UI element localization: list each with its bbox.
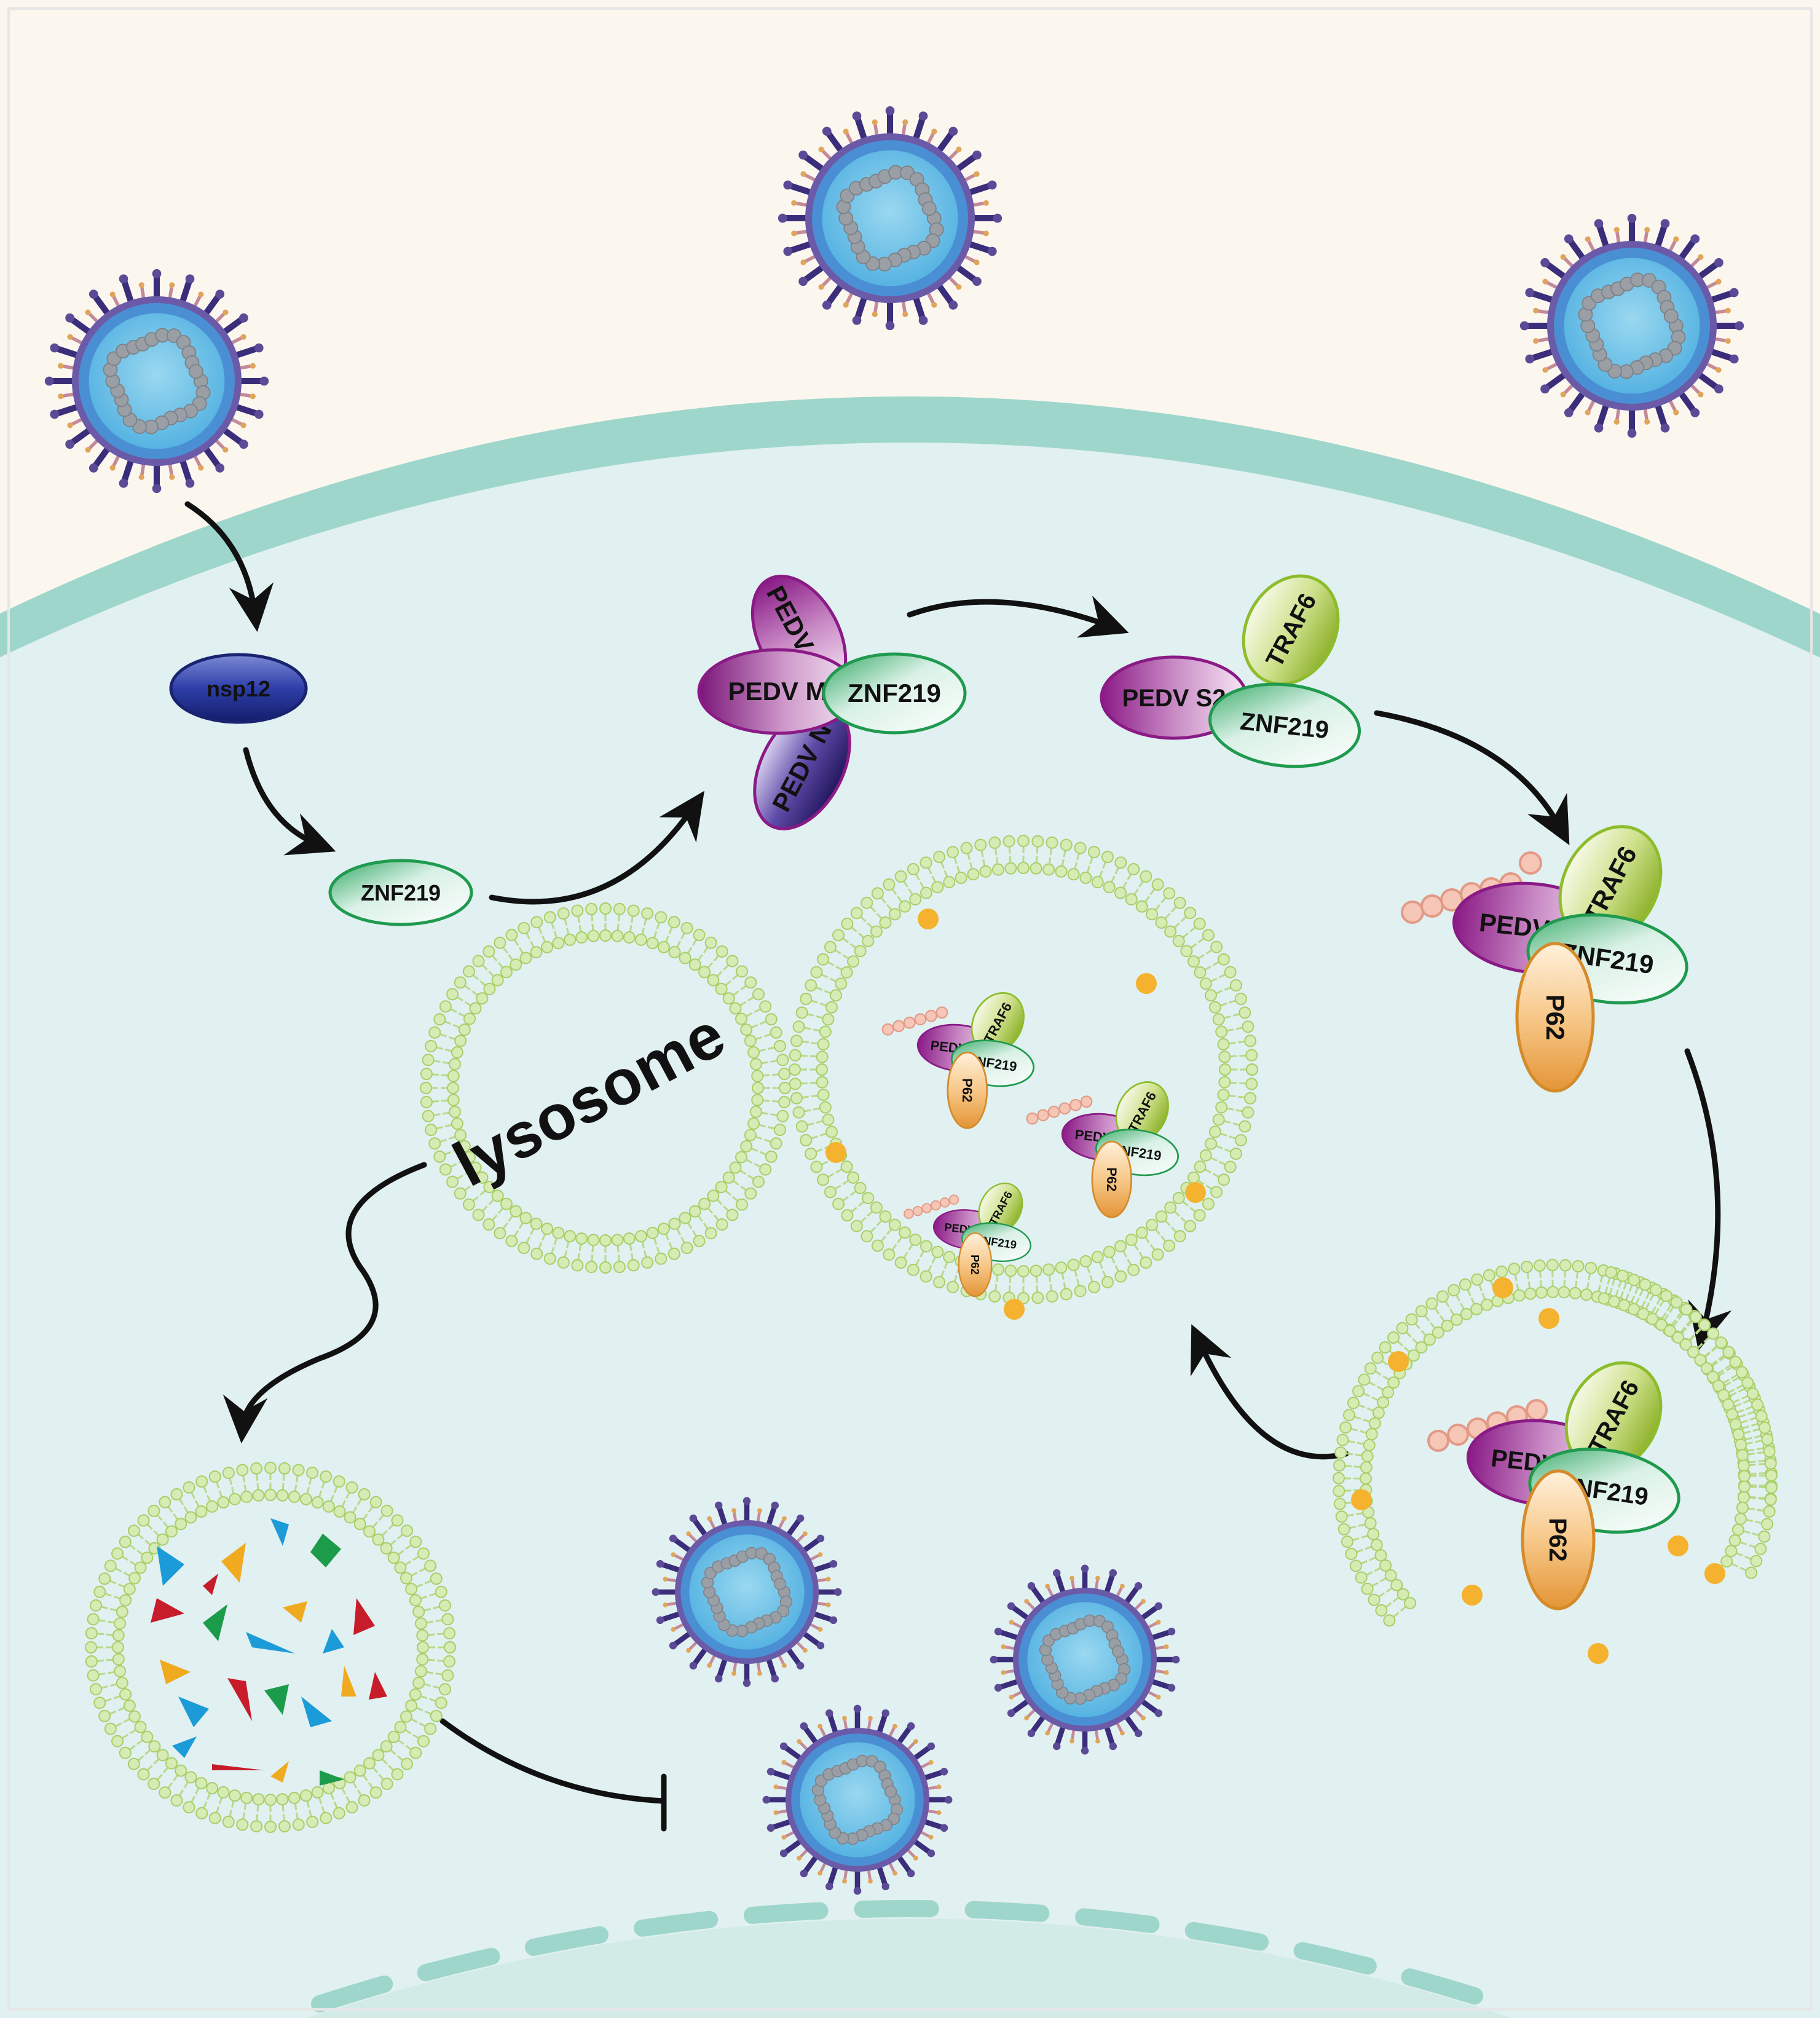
ubiquitinated-complex-p62: PEDV S2 TRAF6 ZNF219 P62 [1401,825,1688,1093]
p62-label: P62 [959,1078,975,1102]
nucleus [307,1918,1512,2018]
degradation-vesicle-membrane [85,1462,456,1833]
inhibition-line [439,1718,667,1804]
p62-protein [1521,1469,1596,1610]
p62-protein [1515,942,1595,1093]
p62-protein [1091,1140,1133,1218]
nsp12-label: nsp12 [207,676,270,701]
p62-label: P62 [1541,995,1570,1041]
arrow-to-autophagosome [1684,1048,1732,1351]
znf219-protein [1208,682,1361,768]
autolysosome-membrane [789,835,1258,1304]
traf6-protein [1242,574,1340,686]
cargo-dots [825,908,1725,1664]
figure-border [7,7,1813,2011]
degraded-fragments [151,1518,387,1786]
pedv-structural-complex: PEDV S2 PEDV N PEDV M ZNF219 [697,574,967,830]
phagophore-cargo-complex: PEDV S2 TRAF6 ZNF219 P62 [1427,1361,1680,1610]
p62-label: P62 [1544,1518,1571,1561]
arrow-znf219-to-complex [489,790,705,905]
arrow-to-autolysosome [1190,1324,1349,1460]
arrow-virus-to-nsp12 [184,501,274,633]
pathway-arrows [184,501,1732,1832]
znf219-protein: ZNF219 [328,859,473,926]
s2-traf6-znf219-complex: PEDV S2 TRAF6 ZNF219 [1100,574,1361,768]
lysosome-membrane [420,902,791,1274]
nsp12-protein: nsp12 [169,653,308,724]
p62-protein [958,1232,993,1298]
phagophore-membrane-top [1597,1266,1778,1518]
pedv-m-label: PEDV M [728,677,827,706]
arrow-complex-to-traf6 [907,596,1129,638]
pedv-s2-label: PEDV S2 [1122,685,1226,712]
arrow-nsp12-to-znf219 [243,747,336,856]
znf219-label-complex: ZNF219 [848,679,941,707]
znf219-protein-complex [822,652,967,735]
membranes [85,835,1778,1833]
p62-label: P62 [969,1255,982,1275]
arrow-lysosome-to-degradation [223,1162,427,1444]
p62-label: P62 [1104,1167,1119,1191]
p62-protein [947,1051,988,1129]
nuclear-envelope [311,1900,1508,2012]
arrow-traf6-to-ubiquitination [1374,710,1570,846]
znf219-label: ZNF219 [361,880,441,905]
